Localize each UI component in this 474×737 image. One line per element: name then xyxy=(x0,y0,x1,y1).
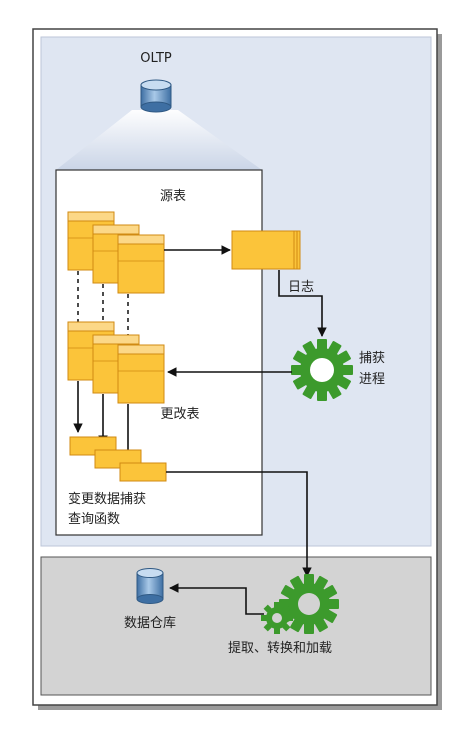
log-table xyxy=(231,230,301,270)
change-tables-label: 更改表 xyxy=(160,407,199,422)
oltp-label: OLTP xyxy=(140,51,172,66)
capture-process-label-line1: 捕获 xyxy=(359,350,385,366)
source-tables-label: 源表 xyxy=(160,189,186,204)
capture-gear-icon xyxy=(291,339,353,401)
change-table-3 xyxy=(117,344,165,404)
cdc-functions-label-line1: 变更数据捕获 xyxy=(68,491,146,507)
source-table-3 xyxy=(117,234,165,294)
capture-process-label-line2: 进程 xyxy=(359,372,385,387)
etl-gear-icon xyxy=(279,574,339,634)
warehouse-zone xyxy=(40,556,432,696)
oltp-beam xyxy=(56,110,262,170)
warehouse-database-icon xyxy=(136,568,164,604)
oltp-database-icon xyxy=(140,79,172,113)
etl-label: 提取、转换和加载 xyxy=(228,640,332,656)
data-warehouse-label: 数据仓库 xyxy=(124,615,176,631)
arrow-etl-to-warehouse xyxy=(169,583,264,615)
cdc-functions-label-line2: 查询函数 xyxy=(68,512,120,527)
etl-small-gear-icon xyxy=(261,602,293,634)
arrow-log-to-capture xyxy=(278,270,327,337)
query-function-3 xyxy=(119,462,167,482)
arrow-fn-to-etl xyxy=(166,471,312,577)
log-label: 日志 xyxy=(288,280,314,295)
